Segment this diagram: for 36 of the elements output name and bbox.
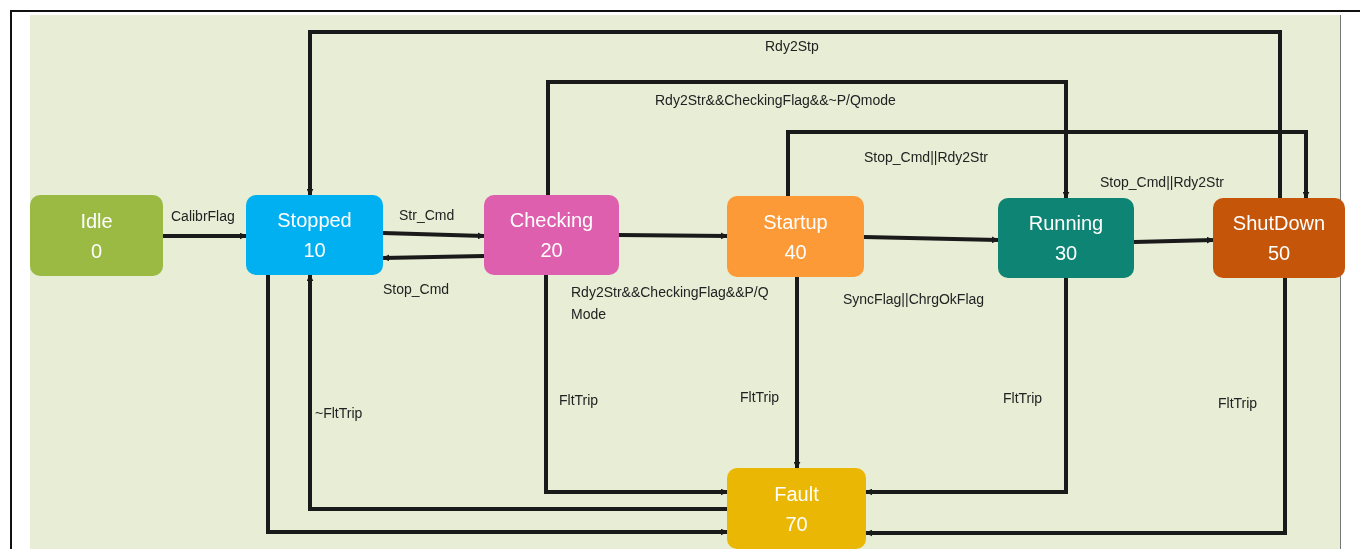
arrow bbox=[544, 275, 728, 496]
state-box bbox=[998, 198, 1134, 278]
state-code: 40 bbox=[784, 239, 807, 265]
state-name: Fault bbox=[774, 481, 819, 507]
state-code: 30 bbox=[1054, 241, 1078, 266]
state-code: 0 bbox=[90, 238, 103, 264]
state-code: 50 bbox=[1267, 241, 1291, 266]
state-name: Stopped bbox=[277, 208, 352, 233]
arrow bbox=[306, 274, 727, 511]
state-name: Running bbox=[1028, 211, 1104, 236]
arrow bbox=[618, 232, 728, 240]
arrow bbox=[1133, 236, 1214, 244]
arrow bbox=[865, 278, 1287, 537]
arrow bbox=[793, 277, 801, 469]
state-box bbox=[727, 468, 866, 549]
state-code: 20 bbox=[540, 238, 563, 263]
arrow bbox=[306, 30, 1282, 198]
arrow bbox=[546, 80, 1070, 199]
arrow bbox=[163, 232, 247, 240]
state-box bbox=[1213, 198, 1345, 278]
state-name: ShutDown bbox=[1232, 211, 1326, 236]
state-code: 10 bbox=[303, 238, 326, 263]
state-box bbox=[246, 195, 383, 275]
state-name: Startup bbox=[763, 209, 828, 235]
state-box bbox=[30, 195, 163, 276]
state-box bbox=[727, 196, 864, 277]
arrow bbox=[786, 130, 1310, 199]
arrow bbox=[266, 275, 728, 536]
arrow bbox=[865, 278, 1068, 496]
state-box bbox=[484, 195, 619, 275]
state-code: 70 bbox=[785, 511, 808, 537]
state-name: Checking bbox=[509, 208, 594, 233]
arrow bbox=[382, 231, 485, 240]
state-name: Idle bbox=[80, 208, 113, 234]
arrow bbox=[863, 235, 999, 244]
arrow bbox=[382, 254, 485, 262]
